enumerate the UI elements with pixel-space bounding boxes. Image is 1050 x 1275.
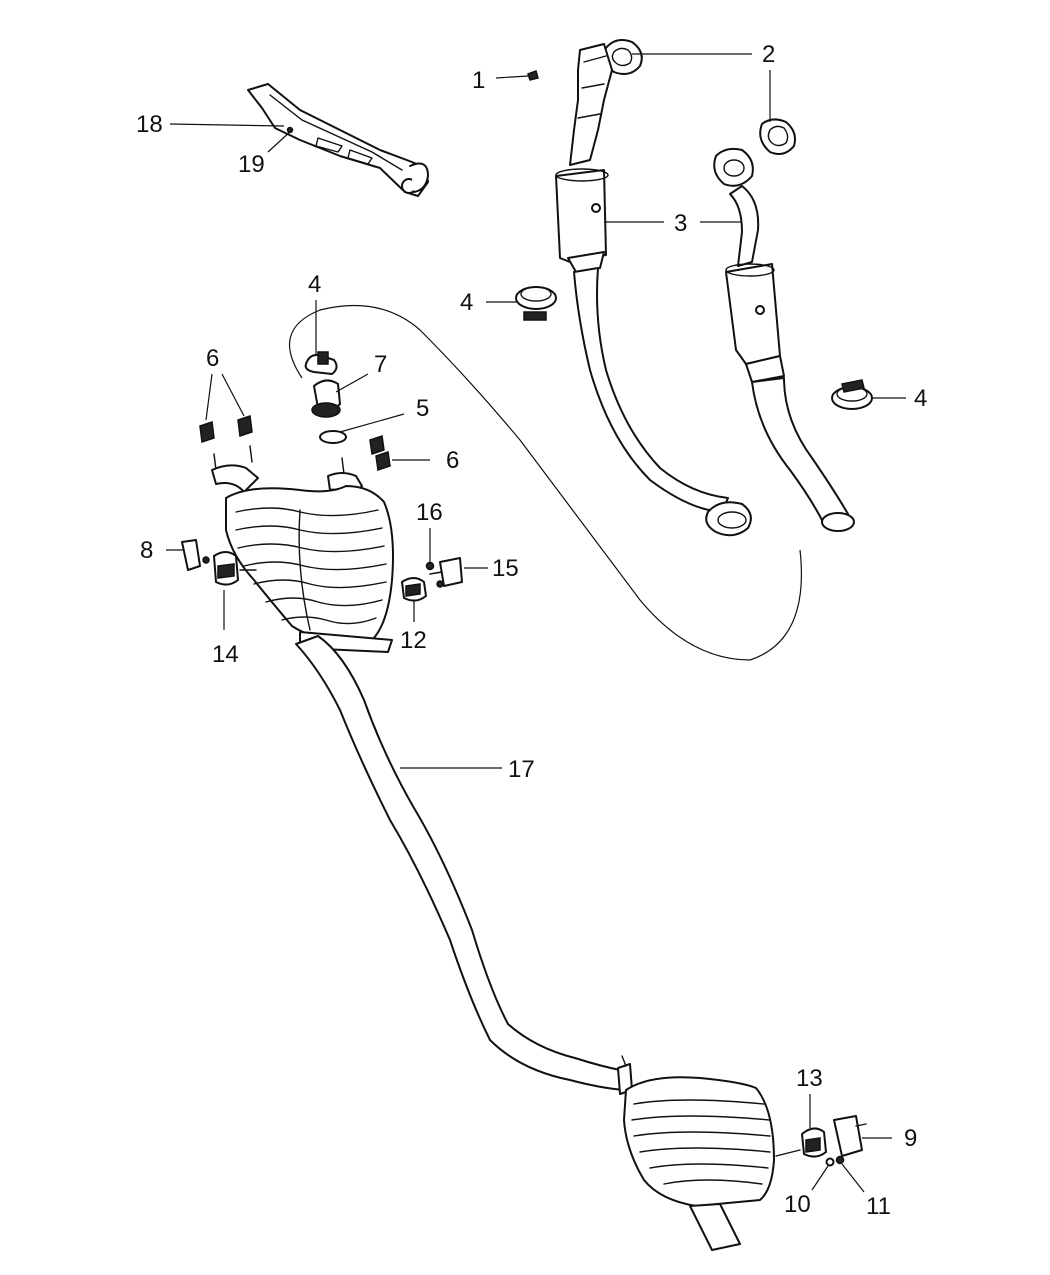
clamp-left [304, 351, 338, 375]
isolator-12 [401, 577, 427, 602]
fastener-1 [527, 70, 539, 81]
callout-16: 16 [416, 499, 443, 526]
callout-18: 18 [136, 111, 163, 138]
callout-8: 8 [140, 537, 153, 564]
gasket-lower [759, 118, 796, 155]
studs-left [199, 414, 253, 471]
intermediate-pipe [295, 635, 633, 1095]
callout-7: 7 [374, 351, 387, 378]
callout-3: 3 [674, 210, 687, 237]
pipe-connector [311, 379, 341, 418]
front-pipe-right [713, 147, 855, 532]
callout-1: 1 [472, 67, 485, 94]
callout-17: 17 [508, 756, 535, 783]
callout-4-top: 4 [460, 289, 473, 316]
hanger-bracket-9 [833, 1115, 867, 1157]
callout-14: 14 [212, 641, 239, 668]
clamp-top [515, 286, 557, 321]
callout-6-right: 6 [446, 447, 459, 474]
hanger-bracket-15 [429, 557, 463, 588]
isolator-14 [213, 551, 257, 586]
callout-9: 9 [904, 1125, 917, 1152]
callout-15: 15 [492, 555, 519, 582]
leader-arc [288, 304, 802, 661]
front-muffler [211, 464, 394, 653]
callout-5: 5 [416, 395, 429, 422]
isolator-13 [801, 1127, 827, 1158]
studs-right [341, 435, 391, 475]
callout-4-right: 4 [914, 385, 927, 412]
callout-12: 12 [400, 627, 427, 654]
washer-10 [825, 1157, 835, 1167]
callout-13: 13 [796, 1065, 823, 1092]
callout-6-left: 6 [206, 345, 219, 372]
nut-11 [835, 1155, 845, 1165]
rear-muffler [623, 1076, 801, 1251]
callout-labels: 1 2 3 4 4 4 5 6 6 7 8 9 10 11 12 13 14 1… [136, 41, 927, 1220]
callout-4-left: 4 [308, 271, 321, 298]
front-pipe-left [555, 43, 752, 537]
leader-lines [166, 53, 906, 1193]
exhaust-bracket [247, 83, 429, 197]
callout-11: 11 [866, 1193, 891, 1220]
callout-19: 19 [238, 151, 265, 178]
hanger-bracket-8 [181, 539, 210, 571]
callout-10: 10 [784, 1191, 811, 1218]
callout-2: 2 [762, 41, 775, 68]
nut-16 [425, 561, 435, 571]
seal-ring [319, 430, 347, 444]
clamp-right [831, 379, 873, 410]
